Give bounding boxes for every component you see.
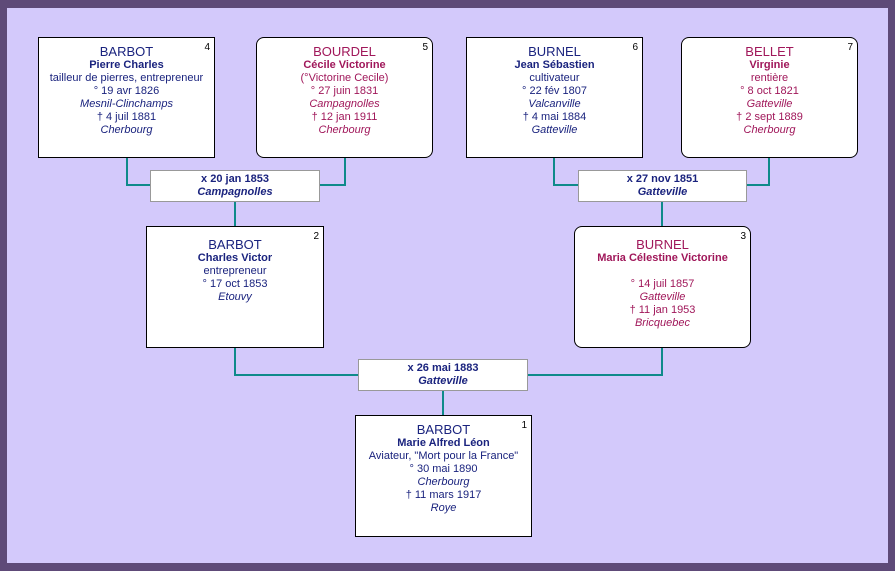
given-names: Pierre Charles [89,59,164,71]
death-date: † 11 jan 1953 [629,304,696,316]
given-names: Cécile Victorine [303,59,386,71]
surname: BELLET [745,44,794,59]
sosa-number: 7 [847,42,853,53]
death-place: Cherbourg [743,124,796,136]
pedigree-chart: 4 BARBOT Pierre Charles tailleur de pier… [7,8,888,563]
death-place: Gatteville [531,124,578,136]
birth-place: Valcanville [528,98,581,110]
occupation: tailleur de pierres, entrepreneur [49,72,204,84]
marriage-date: x 20 jan 1853 [201,173,269,185]
connector-p4-m45 [126,157,150,186]
birth-date: ° 30 mai 1890 [409,463,478,475]
death-date: † 12 jan 1911 [311,111,378,123]
birth-place: Campagnolles [309,98,380,110]
sosa-number: 1 [521,420,527,431]
death-date: † 11 mars 1917 [405,489,482,501]
death-place: Cherbourg [100,124,153,136]
marriage-box-2-3[interactable]: x 26 mai 1883 Gatteville [358,359,528,391]
occupation: cultivateur [529,72,580,84]
death-place: Bricquebec [634,317,691,329]
birth-place: Etouvy [218,291,252,303]
birth-place: Gatteville [746,98,793,110]
sosa-number: 2 [313,231,319,242]
surname: BARBOT [208,237,262,252]
occupation: Aviateur, "Mort pour la France" [368,450,519,462]
occupation: rentière [750,72,789,84]
marriage-place: Gatteville [637,186,688,198]
marriage-date: x 26 mai 1883 [407,362,479,374]
birth-date: ° 27 juin 1831 [310,85,379,97]
death-date: † 4 mai 1884 [522,111,587,123]
death-place: Cherbourg [318,124,371,136]
connector-p7-m67 [747,157,770,186]
alias: (°Victorine Cecile) [300,72,389,84]
birth-place: Mesnil-Clinchamps [80,98,173,110]
connector-p3-m23 [527,348,663,376]
person-card-3[interactable]: 3 BURNEL Maria Célestine Victorine ° 14 … [574,226,751,348]
sosa-number: 4 [204,42,210,53]
given-names: Virginie [749,59,790,71]
marriage-date: x 27 nov 1851 [626,173,699,185]
person-card-5[interactable]: 5 BOURDEL Cécile Victorine (°Victorine C… [256,37,433,158]
given-names: Marie Alfred Léon [397,437,490,449]
person-card-7[interactable]: 7 BELLET Virginie rentière ° 8 oct 1821 … [681,37,858,158]
marriage-box-6-7[interactable]: x 27 nov 1851 Gatteville [578,170,747,202]
blank-line [575,265,750,278]
marriage-box-4-5[interactable]: x 20 jan 1853 Campagnolles [150,170,320,202]
death-place: Roye [430,502,457,514]
surname: BURNEL [528,44,581,59]
person-card-1[interactable]: 1 BARBOT Marie Alfred Léon Aviateur, "Mo… [355,415,532,537]
birth-date: ° 14 juil 1857 [630,278,695,290]
birth-place: Cherbourg [417,476,470,488]
birth-date: ° 22 fév 1807 [522,85,587,97]
occupation: entrepreneur [203,265,267,277]
surname: BARBOT [416,422,471,437]
sosa-number: 3 [740,231,746,242]
birth-place: Gatteville [639,291,686,303]
person-card-2[interactable]: 2 BARBOT Charles Victor entrepreneur ° 1… [146,226,324,348]
connector-p5-m45 [320,157,346,186]
given-names: Maria Célestine Victorine [597,252,728,264]
given-names: Jean Sébastien [514,59,595,71]
connector-p6-m67 [553,157,578,186]
connector-lines [126,157,770,415]
birth-date: ° 17 oct 1853 [202,278,268,290]
death-date: † 4 juil 1881 [96,111,157,123]
person-card-4[interactable]: 4 BARBOT Pierre Charles tailleur de pier… [38,37,215,158]
surname: BOURDEL [313,44,376,59]
marriage-place: Gatteville [418,375,468,387]
sosa-number: 5 [422,42,428,53]
surname: BURNEL [636,237,689,252]
given-names: Charles Victor [197,252,273,264]
surname: BARBOT [99,44,154,59]
birth-date: ° 8 oct 1821 [740,85,799,97]
person-card-6[interactable]: 6 BURNEL Jean Sébastien cultivateur ° 22… [466,37,643,158]
connector-p2-m23 [234,348,359,376]
marriage-place: Campagnolles [197,186,273,198]
sosa-number: 6 [632,42,638,53]
birth-date: ° 19 avr 1826 [93,85,160,97]
death-date: † 2 sept 1889 [736,111,803,123]
